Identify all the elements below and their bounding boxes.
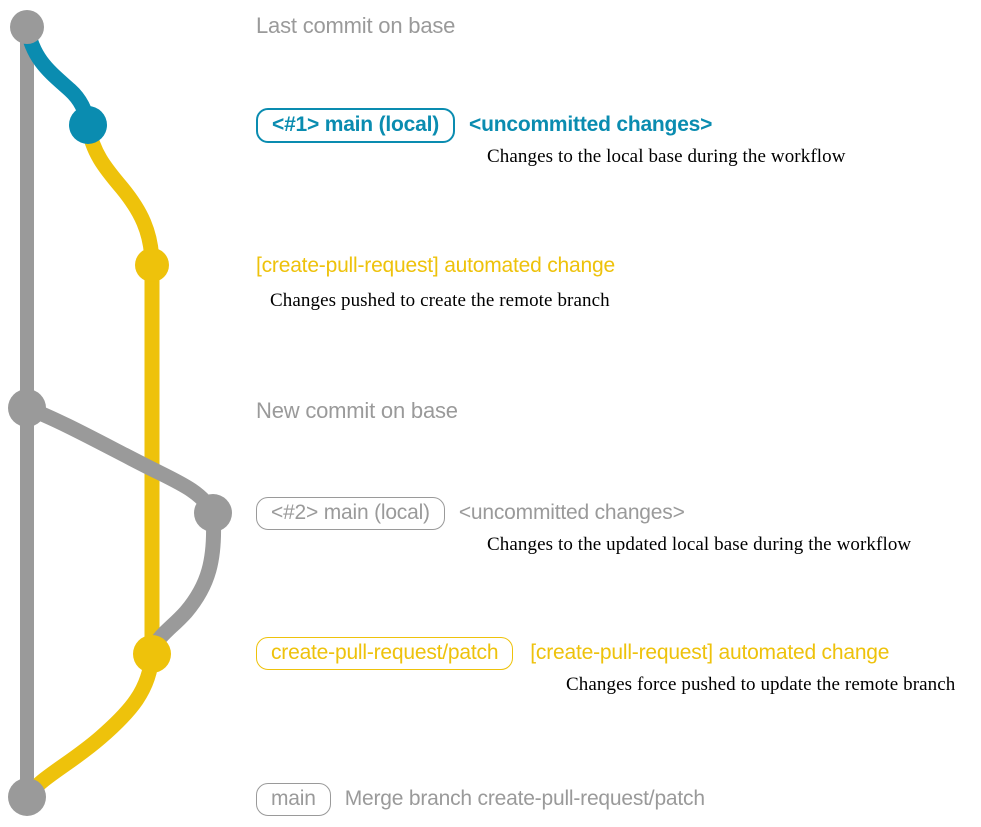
patch-branch-line-gold-upper — [80, 117, 160, 273]
headline-automated-change-1: [create-pull-request] automated change — [256, 254, 615, 277]
row-automated-change-2: create-pull-request/patch [create-pull-r… — [256, 637, 890, 671]
badge-create-pull-request-patch[interactable]: create-pull-request/patch — [256, 637, 514, 671]
row-automated-change-1: [create-pull-request] automated change — [256, 254, 615, 277]
subtext-pushed-create-remote: Changes pushed to create the remote bran… — [270, 290, 610, 311]
row-local-uncommitted-1: <#1> main (local) <uncommitted changes> — [256, 108, 713, 144]
commit-node-patch-1[interactable] — [135, 248, 169, 282]
badge-main-local-2[interactable]: <#2> main (local) — [256, 497, 445, 531]
headline-uncommitted-changes-1: <uncommitted changes> — [469, 113, 713, 136]
headline-automated-change-2: [create-pull-request] automated change — [530, 641, 890, 664]
detached-base-line-in — [144, 505, 222, 662]
row-merge-commit: main Merge branch create-pull-request/pa… — [256, 783, 705, 817]
badge-main[interactable]: main — [256, 783, 331, 817]
commit-node-local-2[interactable] — [194, 494, 232, 532]
detached-base-line-out — [19, 400, 221, 521]
label-last-commit-on-base: Last commit on base — [256, 13, 456, 38]
row-local-uncommitted-2: <#2> main (local) <uncommitted changes> — [256, 497, 685, 531]
commit-node-local-1[interactable] — [69, 106, 107, 144]
commit-node-patch-2[interactable] — [133, 635, 171, 673]
commit-node-merge[interactable] — [8, 778, 46, 816]
commit-node-base-2[interactable] — [8, 389, 46, 427]
label-new-commit-on-base: New commit on base — [256, 398, 458, 423]
subtext-local-changes-1: Changes to the local base during the wor… — [487, 146, 846, 167]
badge-main-local-1[interactable]: <#1> main (local) — [256, 108, 456, 144]
headline-uncommitted-changes-2: <uncommitted changes> — [458, 501, 685, 524]
headline-merge-branch: Merge branch create-pull-request/patch — [344, 787, 705, 810]
subtext-local-changes-2: Changes to the updated local base during… — [487, 534, 912, 555]
subtext-force-pushed-update-remote: Changes force pushed to update the remot… — [566, 674, 956, 695]
local-branch-line-teal — [19, 19, 96, 133]
commit-node-base-1[interactable] — [10, 10, 44, 44]
patch-merge-line-gold — [19, 646, 160, 805]
